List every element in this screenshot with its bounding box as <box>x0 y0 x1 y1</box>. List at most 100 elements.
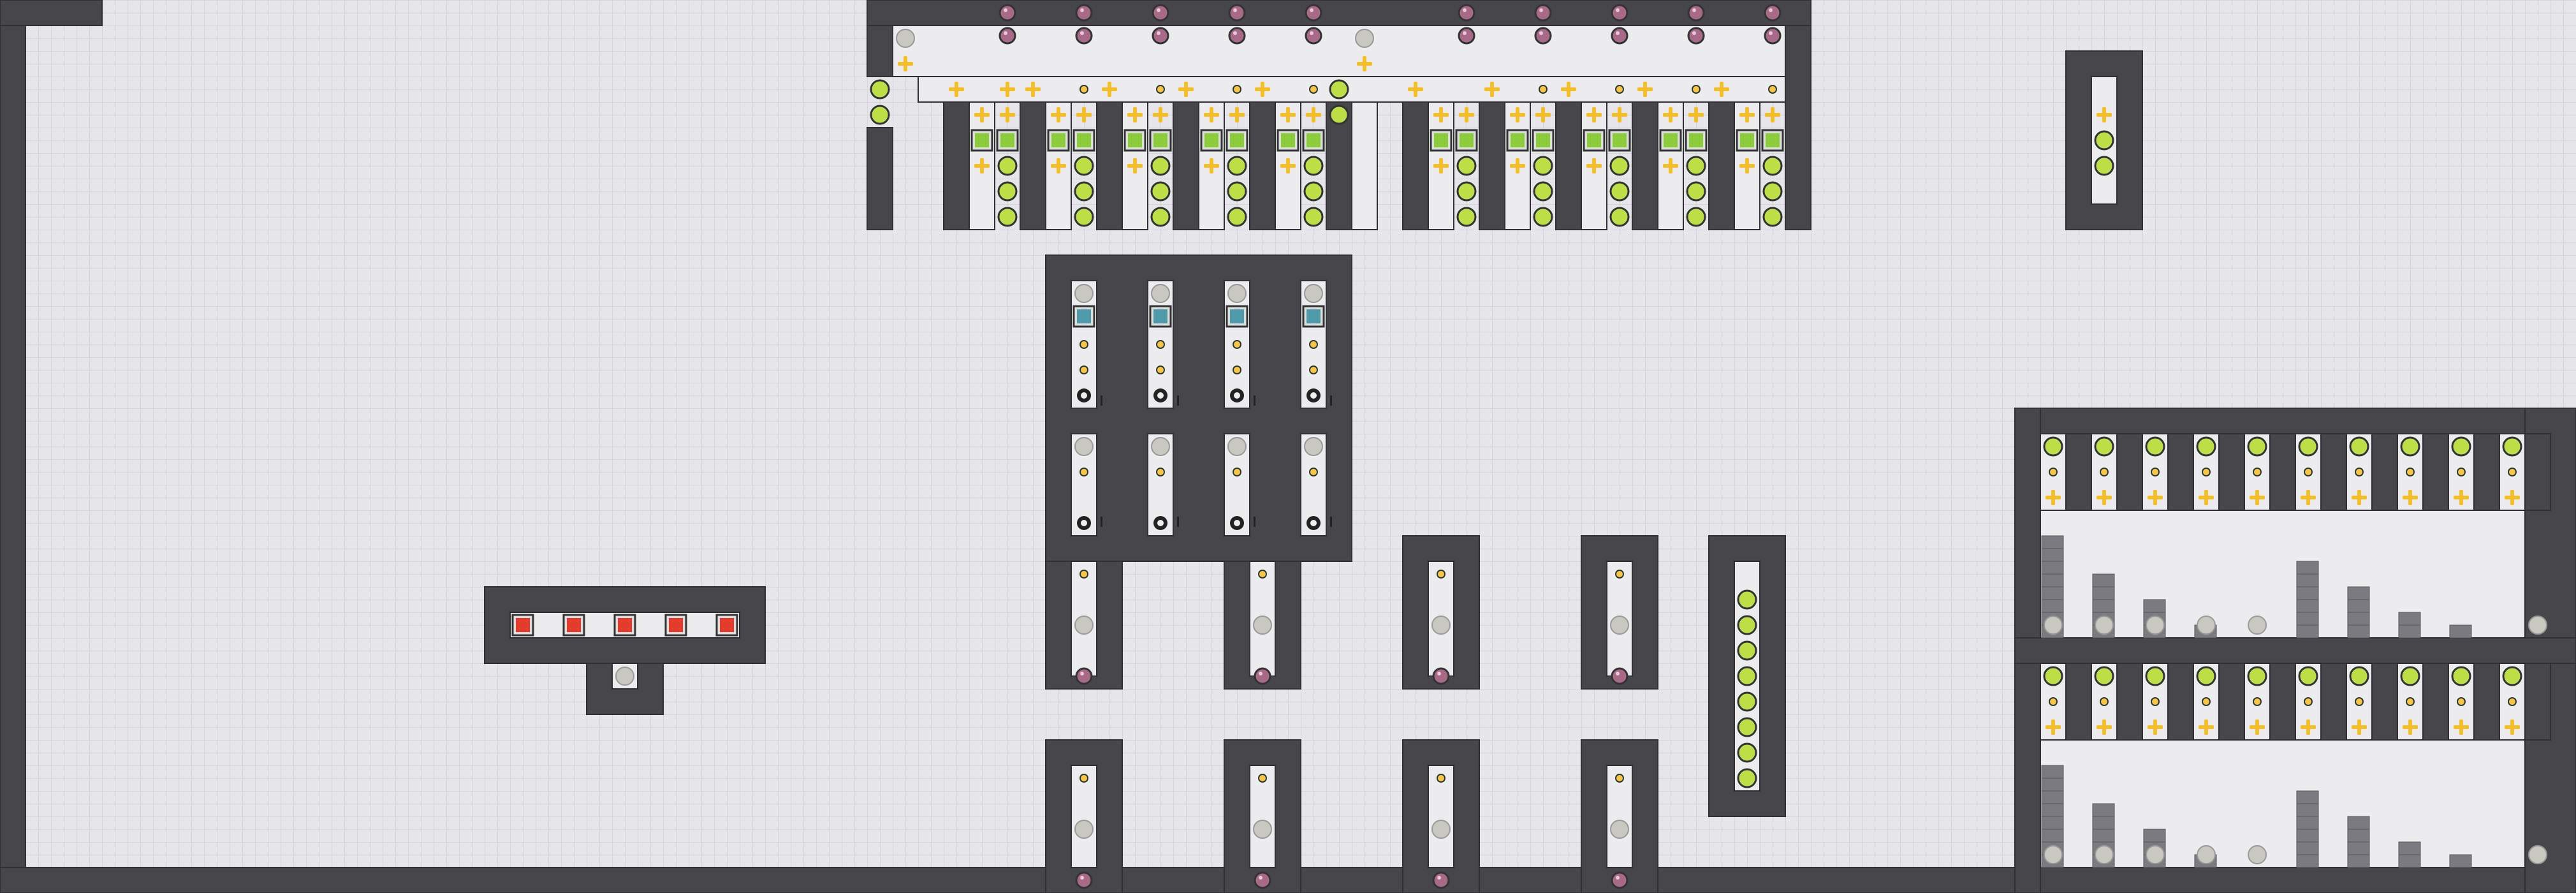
pink-sphere[interactable] <box>1764 27 1782 45</box>
plus-icon[interactable] <box>2045 490 2061 505</box>
gray-stack-block[interactable] <box>2296 854 2319 868</box>
gray-stack-block[interactable] <box>2296 561 2319 575</box>
gray-stack-block[interactable] <box>2296 841 2319 855</box>
gray-stack-block[interactable] <box>2347 612 2370 626</box>
green-block[interactable] <box>1740 133 1754 147</box>
green-ball[interactable] <box>1737 742 1757 763</box>
gray-stack-block[interactable] <box>2041 561 2064 575</box>
green-ball[interactable] <box>2400 666 2420 686</box>
gray-stack-block[interactable] <box>2041 599 2064 613</box>
small-coin-dot[interactable] <box>1233 340 1241 349</box>
pink-sphere[interactable] <box>999 4 1016 22</box>
gray-stack-block[interactable] <box>2296 803 2319 817</box>
green-ball[interactable] <box>870 79 890 100</box>
gray-ball[interactable] <box>2197 616 2216 635</box>
plus-icon[interactable] <box>2250 490 2265 505</box>
gray-ball[interactable] <box>2248 616 2267 635</box>
green-ball[interactable] <box>1737 717 1757 737</box>
green-block[interactable] <box>1204 133 1218 147</box>
small-coin-dot[interactable] <box>1309 85 1318 94</box>
gear-icon[interactable] <box>1153 516 1167 530</box>
small-coin-dot[interactable] <box>1156 340 1165 349</box>
small-coin-dot[interactable] <box>1079 85 1088 94</box>
pink-sphere[interactable] <box>1534 4 1552 22</box>
small-coin-dot[interactable] <box>1079 365 1088 374</box>
green-block[interactable] <box>1434 133 1448 147</box>
pink-sphere[interactable] <box>1764 4 1782 22</box>
gray-stack-block[interactable] <box>2041 790 2064 804</box>
gray-stack-block[interactable] <box>2041 573 2064 587</box>
gray-ball[interactable] <box>1074 616 1094 635</box>
plus-icon[interactable] <box>2352 490 2367 505</box>
gray-stack-block[interactable] <box>2041 816 2064 830</box>
plus-icon[interactable] <box>1102 82 1117 97</box>
gray-stack-block[interactable] <box>2041 548 2064 562</box>
gray-stack-block[interactable] <box>2092 599 2115 613</box>
green-ball[interactable] <box>2298 666 2318 686</box>
small-coin-dot[interactable] <box>2457 697 2466 706</box>
teal-block[interactable] <box>1153 309 1167 323</box>
gray-ball[interactable] <box>1431 820 1451 839</box>
green-ball[interactable] <box>1329 105 1349 125</box>
gray-stack-block[interactable] <box>2296 599 2319 613</box>
plus-icon[interactable] <box>2148 490 2163 505</box>
green-ball[interactable] <box>2094 666 2114 686</box>
plus-icon[interactable] <box>2250 720 2265 735</box>
gray-ball[interactable] <box>2146 845 2165 864</box>
gray-stack-block[interactable] <box>2347 586 2370 600</box>
plus-icon[interactable] <box>2097 720 2112 735</box>
red-block[interactable] <box>669 618 683 632</box>
small-coin-dot[interactable] <box>1233 365 1241 374</box>
green-ball[interactable] <box>1150 181 1171 202</box>
gray-ball[interactable] <box>2248 845 2267 864</box>
green-ball[interactable] <box>1609 181 1630 202</box>
small-coin-dot[interactable] <box>2151 697 2160 706</box>
gray-stack-block[interactable] <box>2296 829 2319 843</box>
plus-icon[interactable] <box>1357 56 1372 71</box>
green-ball[interactable] <box>1762 207 1783 227</box>
gray-stack-block[interactable] <box>2347 854 2370 868</box>
plus-icon[interactable] <box>2403 720 2418 735</box>
small-coin-dot[interactable] <box>1258 774 1267 783</box>
gray-stack-block[interactable] <box>2092 816 2115 830</box>
small-coin-dot[interactable] <box>2304 697 2313 706</box>
green-block[interactable] <box>1051 133 1065 147</box>
green-ball[interactable] <box>2298 436 2318 457</box>
green-ball[interactable] <box>2400 436 2420 457</box>
small-coin-dot[interactable] <box>2202 697 2211 706</box>
plus-icon[interactable] <box>1204 107 1219 122</box>
red-block[interactable] <box>567 618 581 632</box>
green-block[interactable] <box>975 133 989 147</box>
pink-sphere[interactable] <box>1254 667 1271 685</box>
plus-icon[interactable] <box>974 158 990 173</box>
plus-icon[interactable] <box>1561 82 1576 97</box>
gear-icon[interactable] <box>1230 388 1244 402</box>
gear-icon[interactable] <box>1153 388 1167 402</box>
gray-ball[interactable] <box>2146 616 2165 635</box>
green-ball[interactable] <box>2247 666 2267 686</box>
gray-stack-block[interactable] <box>2398 612 2421 626</box>
green-ball[interactable] <box>997 207 1018 227</box>
green-ball[interactable] <box>1227 181 1247 202</box>
green-block[interactable] <box>1230 133 1244 147</box>
green-ball[interactable] <box>1533 181 1553 202</box>
green-ball[interactable] <box>1074 156 1094 176</box>
plus-icon[interactable] <box>1688 107 1704 122</box>
small-coin-dot[interactable] <box>1615 570 1624 579</box>
green-ball[interactable] <box>1762 156 1783 176</box>
small-coin-dot[interactable] <box>1437 774 1445 783</box>
plus-icon[interactable] <box>1535 107 1551 122</box>
small-coin-dot[interactable] <box>2100 697 2109 706</box>
small-coin-dot[interactable] <box>2355 468 2364 476</box>
plus-icon[interactable] <box>1025 82 1041 97</box>
small-coin-dot[interactable] <box>1437 570 1445 579</box>
gray-stack-block[interactable] <box>2041 829 2064 843</box>
green-block[interactable] <box>1281 133 1295 147</box>
plus-icon[interactable] <box>2454 720 2469 735</box>
green-ball[interactable] <box>2043 666 2063 686</box>
green-block[interactable] <box>1613 133 1627 147</box>
green-ball[interactable] <box>1609 207 1630 227</box>
gear-icon[interactable] <box>1077 516 1091 530</box>
plus-icon[interactable] <box>2505 490 2520 505</box>
